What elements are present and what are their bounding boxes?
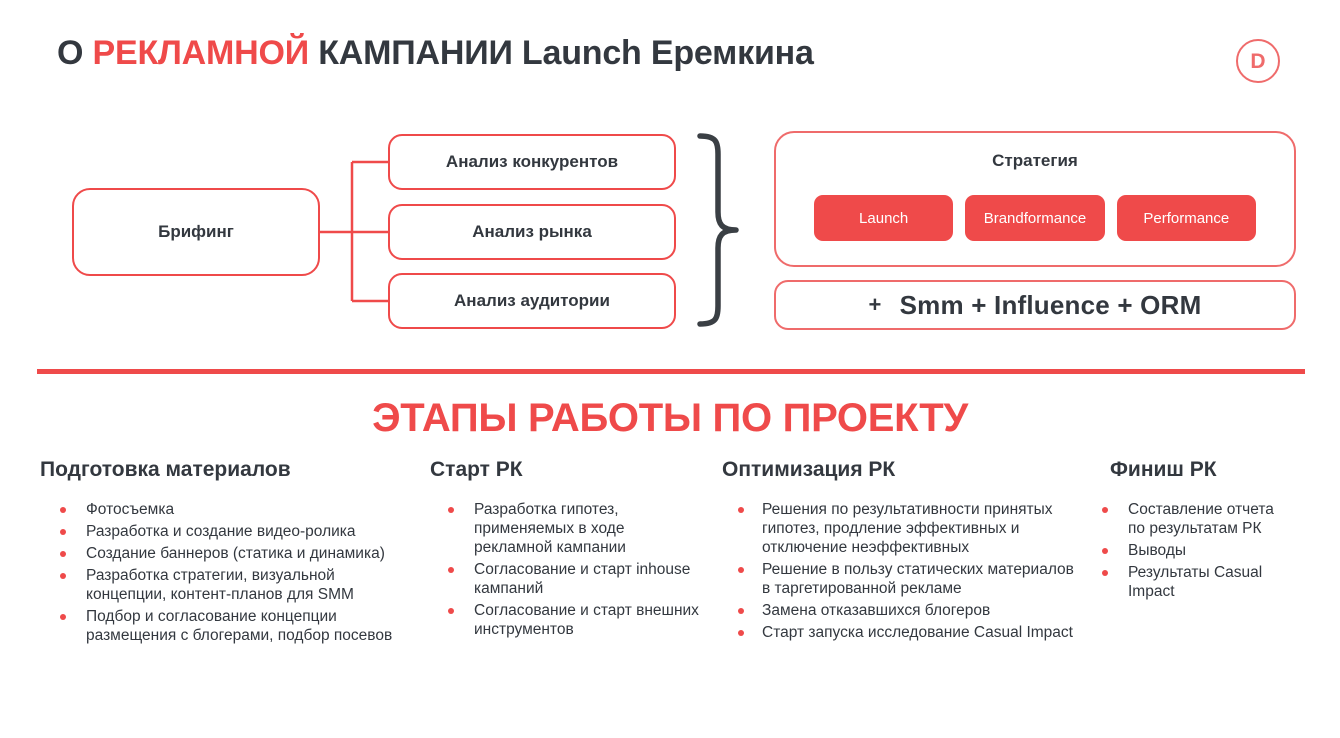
stages-column-finish: Финиш РК Составление отчета по результат…	[1094, 458, 1302, 604]
strategy-chip-label: Launch	[859, 209, 909, 227]
list-item: Результаты Casual Impact	[1098, 563, 1290, 601]
diagram-node-label: Анализ конкурентов	[445, 152, 619, 171]
list-item: Разработка стратегии, визуальной концепц…	[56, 566, 414, 604]
brand-logo-letter: D	[1250, 49, 1266, 73]
list-item: Согласование и старт inhouse кампаний	[444, 560, 704, 598]
list-item: Разработка и создание видео-ролика	[56, 522, 414, 541]
stages-column-heading: Старт РК	[430, 458, 523, 481]
stages-column-optimization: Оптимизация РК Решения по результативнос…	[716, 458, 1094, 645]
stages-column-start: Старт РК Разработка гипотез, применяемых…	[426, 458, 716, 642]
strategy-addons-card: + Smm + Influence + ORM	[774, 280, 1296, 330]
list-item: Согласование и старт внешних инструменто…	[444, 601, 704, 639]
diagram-node-audience-analysis[interactable]: Анализ аудитории	[388, 273, 676, 329]
stages-column-heading: Оптимизация РК	[722, 458, 896, 481]
strategy-chip-performance[interactable]: Performance	[1116, 195, 1256, 241]
section-divider	[37, 369, 1305, 374]
list-item: Составление отчета по результатам РК	[1098, 500, 1290, 538]
list-item: Создание баннеров (статика и динамика)	[56, 544, 414, 563]
stages-column-preparation: Подготовка материалов Фотосъемка Разрабо…	[38, 458, 426, 648]
page-title-accent: РЕКЛАМНОЙ	[92, 34, 310, 72]
page-title-prefix: О	[57, 34, 93, 72]
stages-column-heading: Финиш РК	[1110, 458, 1217, 481]
stages-column-list: Разработка гипотез, применяемых в ходе р…	[426, 500, 704, 639]
page-title-suffix: КАМПАНИИ Launch Еремкина	[308, 34, 814, 72]
list-item: Разработка гипотез, применяемых в ходе р…	[444, 500, 704, 557]
strategy-card: Стратегия Launch Brandformance Performan…	[774, 131, 1296, 267]
stages-column-list: Решения по результативности принятых гип…	[716, 500, 1082, 642]
strategy-chip-label: Performance	[1143, 209, 1230, 227]
diagram-node-briefing[interactable]: Брифинг	[72, 188, 320, 276]
stages-columns: Подготовка материалов Фотосъемка Разрабо…	[38, 458, 1302, 648]
strategy-addons-lead-plus: +	[868, 292, 882, 317]
diagram-node-label: Анализ аудитории	[454, 291, 610, 310]
page-title: О РЕКЛАМНОЙ КАМПАНИИ Launch Еремкина	[57, 34, 814, 73]
list-item: Замена отказавшихся блогеров	[734, 601, 1082, 620]
curly-brace-icon	[697, 133, 739, 327]
stages-column-heading: Подготовка материалов	[40, 458, 291, 481]
strategy-chip-brandformance[interactable]: Brandformance	[965, 195, 1105, 241]
stages-column-list: Фотосъемка Разработка и создание видео-р…	[38, 500, 414, 645]
strategy-chip-launch[interactable]: Launch	[814, 195, 954, 241]
strategy-title: Стратегия	[992, 151, 1078, 170]
brand-logo-icon: D	[1236, 39, 1280, 83]
diagram-node-briefing-label: Брифинг	[158, 222, 234, 241]
strategy-chip-group: Launch Brandformance Performance	[814, 195, 1256, 241]
strategy-addons-label: Smm + Influence + ORM	[899, 289, 1202, 320]
list-item: Старт запуска исследование Casual Impact	[734, 623, 1082, 642]
list-item: Выводы	[1098, 541, 1290, 560]
list-item: Подбор и согласование концепции размещен…	[56, 607, 414, 645]
list-item: Решения по результативности принятых гип…	[734, 500, 1082, 557]
diagram-node-label: Анализ рынка	[472, 222, 592, 241]
diagram-node-competitor-analysis[interactable]: Анализ конкурентов	[388, 134, 676, 190]
list-item: Решение в пользу статических материалов …	[734, 560, 1082, 598]
strategy-chip-label: Brandformance	[983, 209, 1087, 227]
diagram-node-market-analysis[interactable]: Анализ рынка	[388, 204, 676, 260]
list-item: Фотосъемка	[56, 500, 414, 519]
stages-section-title: ЭТАПЫ РАБОТЫ ПО ПРОЕКТУ	[372, 396, 968, 440]
stages-column-list: Составление отчета по результатам РК Выв…	[1094, 500, 1290, 601]
